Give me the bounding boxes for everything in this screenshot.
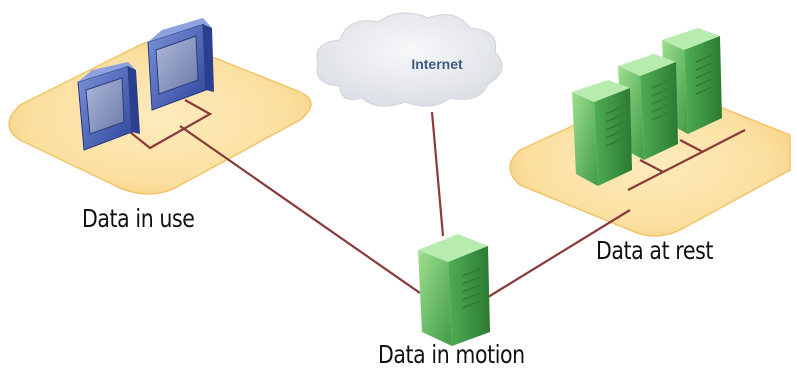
- label-data-at-rest: Data at rest: [596, 236, 713, 265]
- link-rest-tree: [627, 129, 746, 191]
- link-in-use-to-motion: [179, 125, 421, 294]
- label-data-in-motion: Data in motion: [378, 340, 525, 369]
- monitor-icon: [77, 62, 140, 151]
- label-data-in-use: Data in use: [82, 204, 195, 233]
- link-in-use-tree: [119, 99, 213, 150]
- server-icon: [572, 80, 632, 186]
- cloud-label: Internet: [411, 56, 463, 72]
- link-motion-to-rest: [479, 209, 631, 303]
- link-rest-branch: [639, 159, 664, 173]
- link-cloud-to-motion: [430, 111, 445, 237]
- network-links: [119, 99, 746, 303]
- monitor-icon: [147, 18, 214, 111]
- server-icon: [418, 234, 490, 346]
- link-rest-branch-2: [679, 139, 704, 153]
- cloud-icon: Internet: [316, 12, 503, 107]
